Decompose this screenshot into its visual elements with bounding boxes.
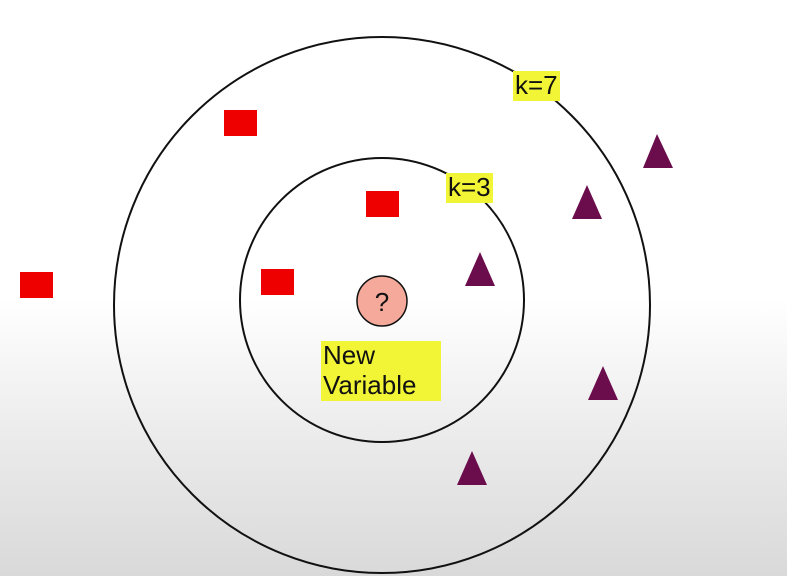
new-variable-label: New Variable: [321, 340, 441, 401]
class-a-square: [261, 269, 294, 295]
query-point-symbol: ?: [375, 287, 389, 317]
query-point: [356, 275, 408, 327]
new-variable-label-line1: New: [323, 340, 376, 370]
k7-label: k=7: [513, 70, 560, 101]
class-a-square: [366, 191, 399, 217]
k3-label: k=3: [446, 172, 493, 203]
class-b-triangle: [588, 366, 618, 400]
class-a-square: [20, 272, 53, 298]
class-b-triangle: [457, 451, 487, 485]
class-b-triangle: [643, 134, 673, 168]
new-variable-label-line2: Variable: [323, 369, 417, 400]
class-b-triangle: [465, 252, 495, 286]
class-a-square: [224, 110, 257, 136]
outer-neighborhood-circle: [113, 36, 651, 574]
inner-neighborhood-circle: [239, 157, 525, 443]
class-b-triangle: [572, 185, 602, 219]
